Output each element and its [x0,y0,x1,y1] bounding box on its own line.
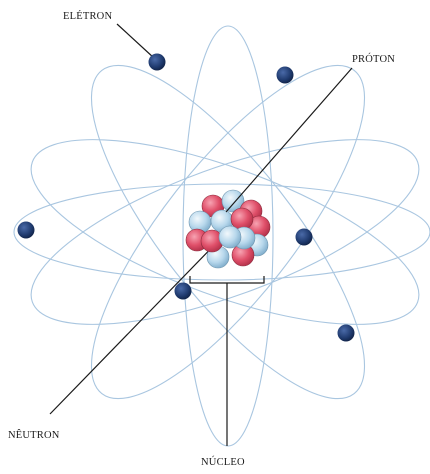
electron [18,222,35,239]
electron [175,283,192,300]
electron [277,67,294,84]
nucleus-label: NÚCLEO [201,456,245,468]
nucleus [186,190,270,268]
proton-label: PRÓTON [352,53,395,65]
neutron-label: NÊUTRON [8,429,60,441]
nucleus-bracket [190,276,264,446]
electron [149,54,166,71]
proton-leader-line [226,68,352,212]
electron [296,229,313,246]
electron [338,325,355,342]
electron-label: ELÉTRON [63,10,112,22]
electron-leader-line [117,24,154,58]
neutron [219,226,241,248]
